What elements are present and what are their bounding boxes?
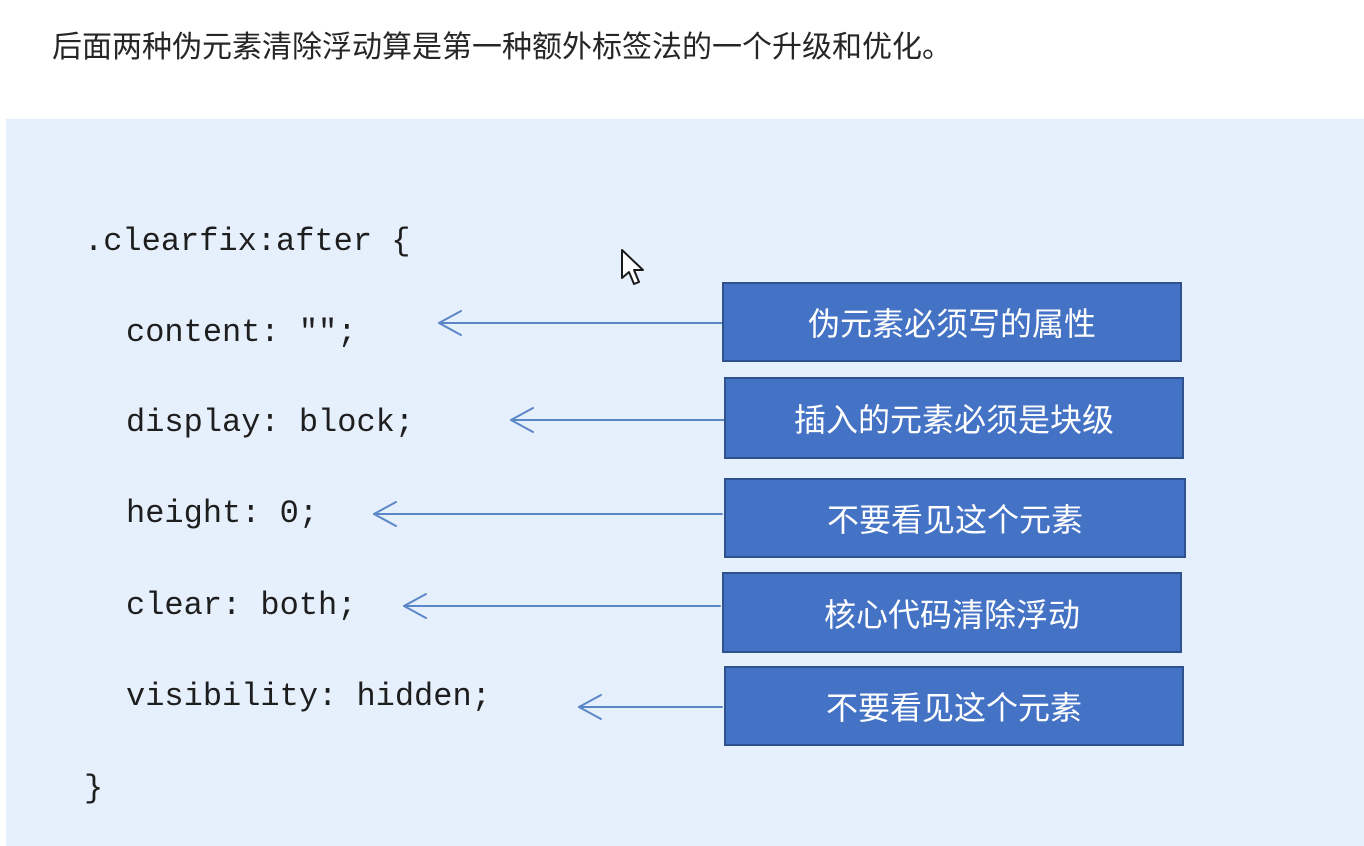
- note-visibility: 不要看见这个元素: [724, 666, 1184, 746]
- mouse-pointer-icon: [621, 249, 644, 285]
- note-clear: 核心代码清除浮动: [722, 572, 1182, 653]
- note-display: 插入的元素必须是块级: [724, 377, 1184, 459]
- code-clear-line: clear: both;: [126, 587, 357, 624]
- code-content-line: content: "";: [126, 314, 357, 351]
- code-display-line: display: block;: [126, 404, 415, 441]
- code-visibility-line: visibility: hidden;: [126, 678, 491, 715]
- note-height: 不要看见这个元素: [724, 478, 1186, 558]
- code-selector-line: .clearfix:after {: [84, 223, 411, 260]
- code-close-line: }: [84, 770, 104, 807]
- code-height-line: height: 0;: [126, 495, 319, 532]
- intro-text: 后面两种伪元素清除浮动算是第一种额外标签法的一个升级和优化。: [52, 30, 952, 65]
- note-content: 伪元素必须写的属性: [722, 282, 1182, 362]
